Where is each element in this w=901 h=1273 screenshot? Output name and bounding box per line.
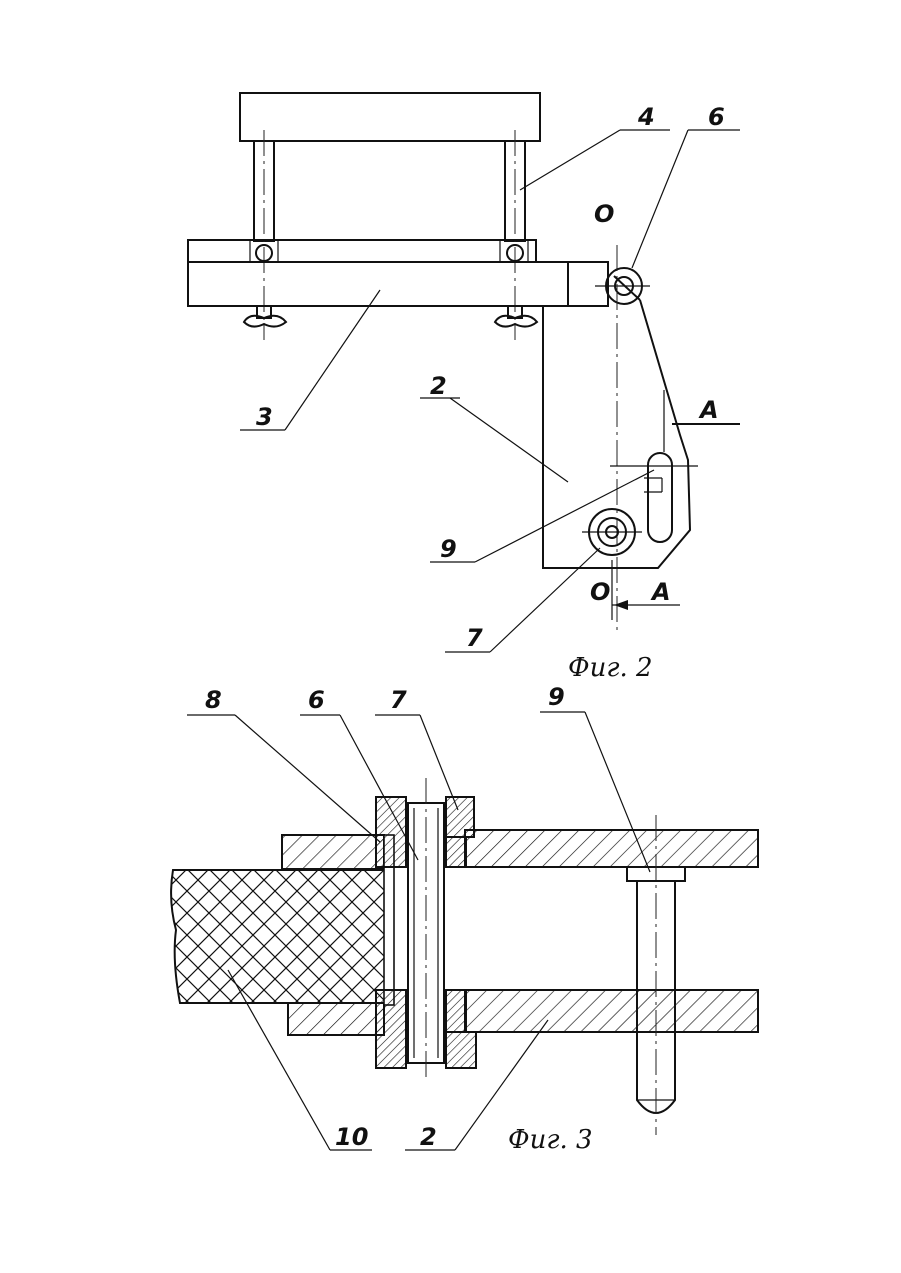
upper-plate-left bbox=[282, 835, 384, 869]
leader-lines-fig-2 bbox=[240, 130, 740, 652]
label-part-4: 4 bbox=[637, 103, 655, 131]
hinge-6 bbox=[595, 268, 650, 304]
bushing-bottom-right-step bbox=[446, 990, 466, 1032]
bushing-top-right-step bbox=[446, 837, 466, 867]
body-10 bbox=[171, 870, 388, 1003]
label-part-2: 2 bbox=[430, 372, 447, 400]
label-part-8: 8 bbox=[205, 686, 222, 714]
pivot-7 bbox=[582, 509, 642, 555]
label-part-10: 10 bbox=[335, 1123, 368, 1151]
top-plate bbox=[240, 93, 540, 141]
figure-3: 8 6 7 9 10 2 Фиг. 3 bbox=[171, 683, 758, 1155]
lower-plate-right bbox=[465, 990, 758, 1032]
label-part-9: 9 bbox=[440, 535, 457, 563]
arm bbox=[543, 276, 698, 568]
label-part-7: 7 bbox=[466, 624, 483, 652]
wing-nut-left bbox=[244, 306, 286, 327]
label-section-a-bottom: A bbox=[650, 578, 671, 606]
caption-figure-3: Фиг. 3 bbox=[508, 1125, 593, 1155]
label-section-a-top: A bbox=[698, 396, 719, 424]
bushing-top-left bbox=[376, 797, 406, 867]
label-axis-o-top: O bbox=[594, 200, 614, 228]
label-part-9: 9 bbox=[548, 683, 565, 711]
label-part-7: 7 bbox=[390, 686, 407, 714]
figure-2: 4 6 O 3 2 A 9 O A 7 Фиг. 2 bbox=[188, 93, 740, 683]
bushing-bottom-right bbox=[446, 1032, 476, 1068]
beam bbox=[188, 240, 608, 306]
caption-figure-2: Фиг. 2 bbox=[568, 653, 653, 683]
upper-plate-right bbox=[465, 830, 758, 867]
lower-plate-left bbox=[288, 1003, 384, 1035]
axle-6 bbox=[408, 778, 444, 1078]
label-axis-o-bottom: O bbox=[590, 578, 610, 606]
bushing-top-right bbox=[446, 797, 474, 837]
label-part-3: 3 bbox=[256, 403, 273, 431]
wing-nut-right bbox=[495, 306, 537, 327]
label-part-2: 2 bbox=[420, 1123, 437, 1151]
label-part-6: 6 bbox=[708, 103, 725, 131]
section-line-a-a bbox=[612, 390, 740, 620]
bushing-bottom-left bbox=[376, 990, 406, 1068]
label-part-6: 6 bbox=[308, 686, 325, 714]
